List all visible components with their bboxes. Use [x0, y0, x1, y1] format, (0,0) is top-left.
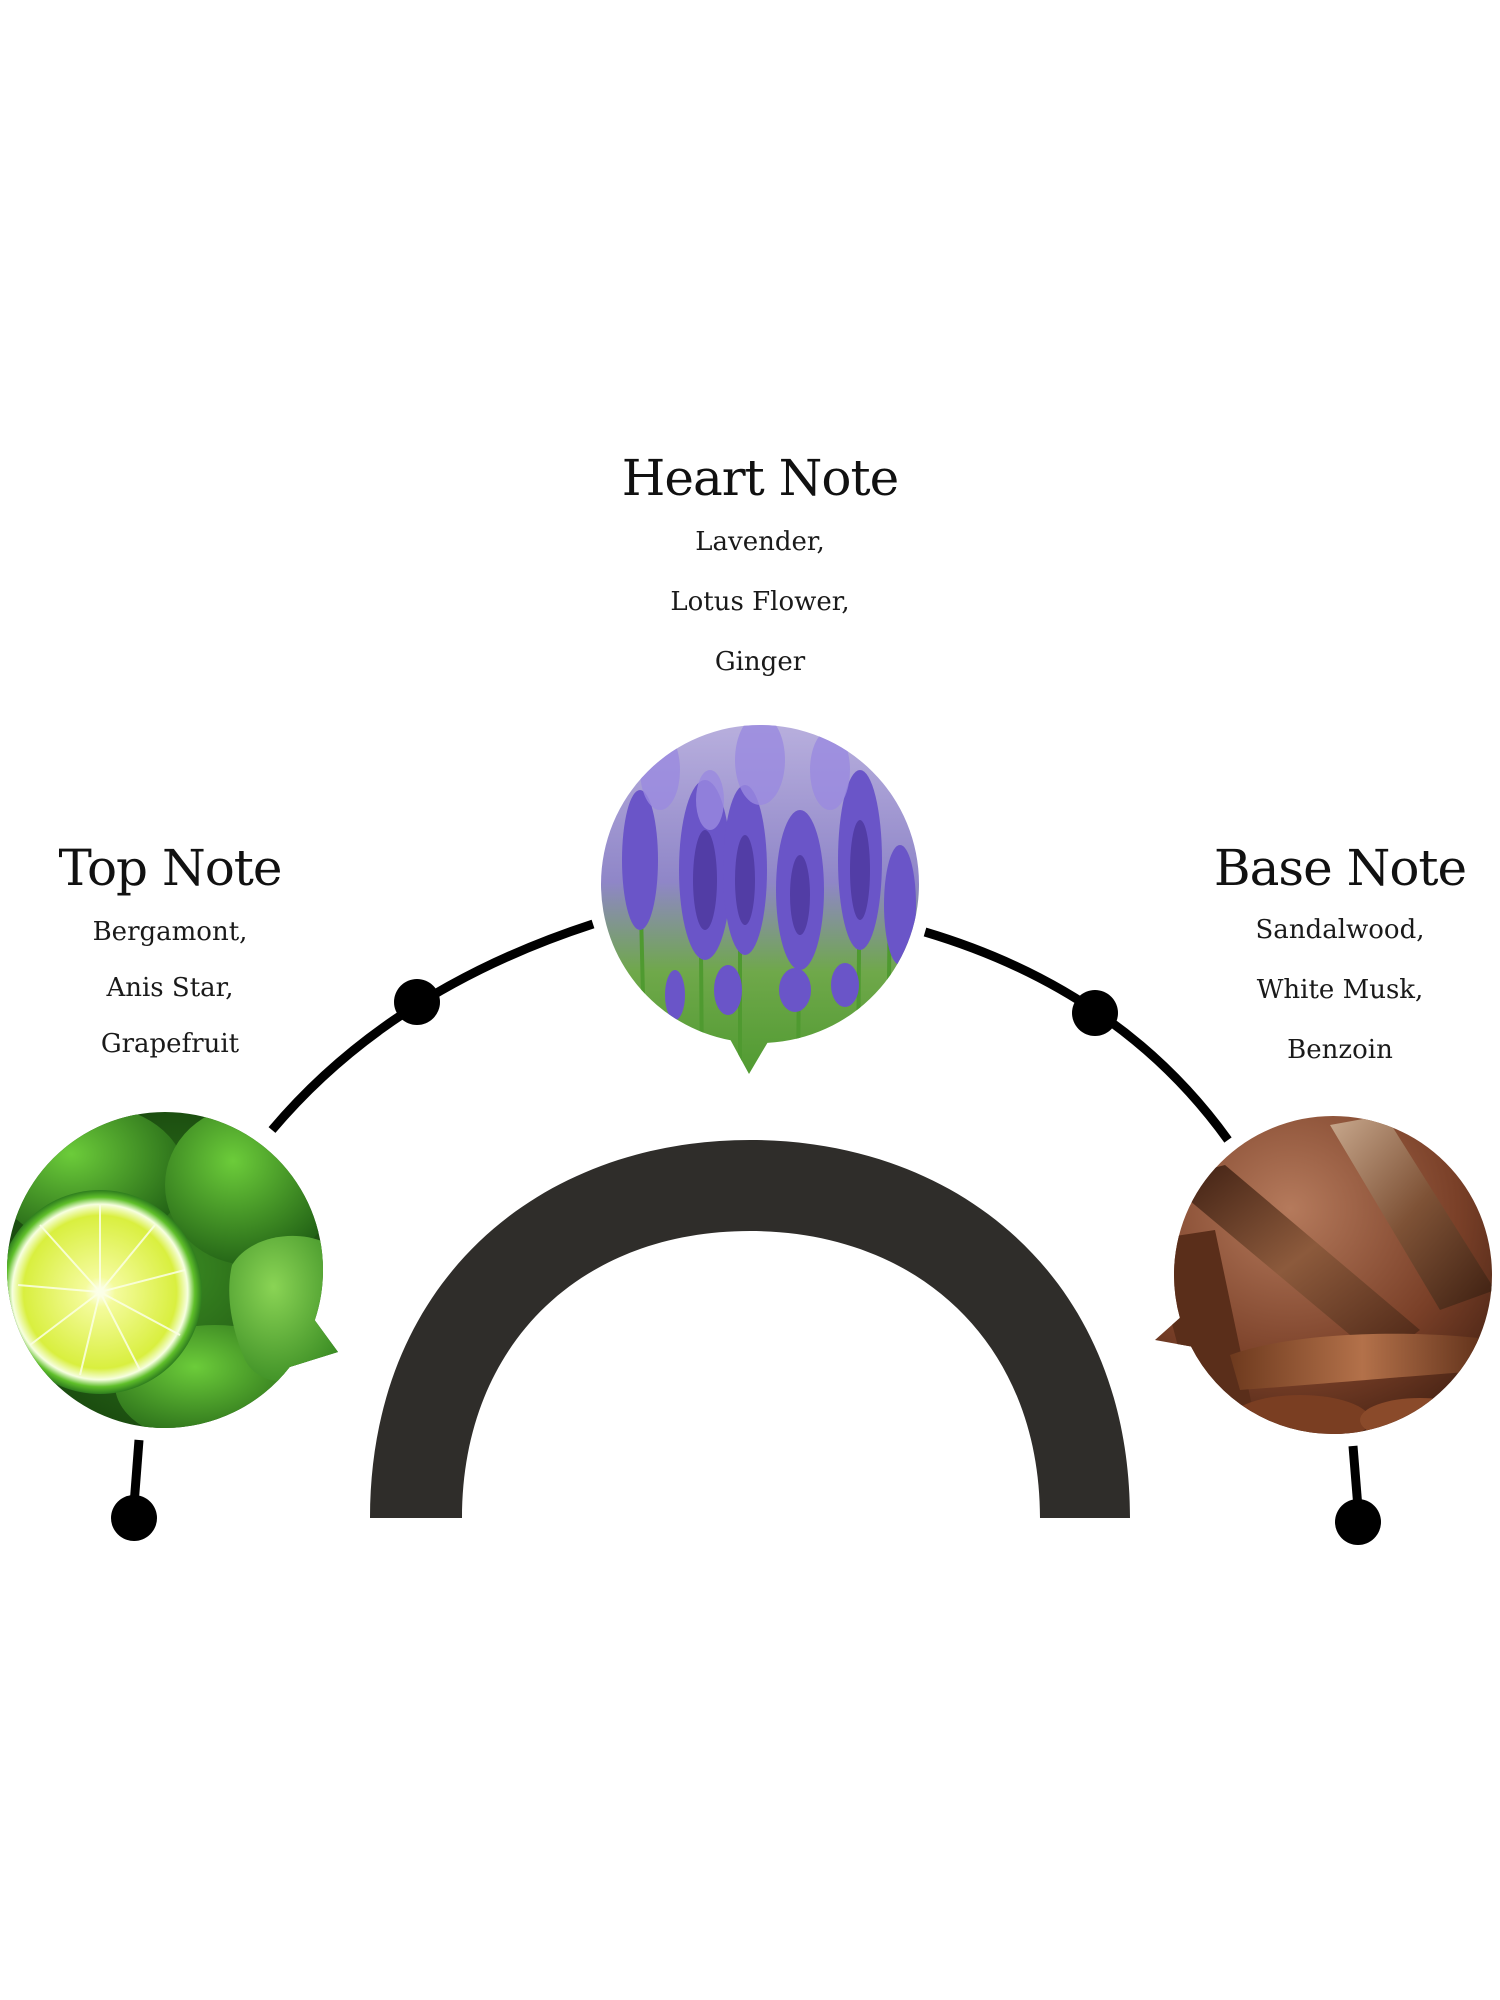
central-arch [370, 1140, 1130, 1518]
stem-dot-left [111, 1495, 157, 1541]
ingredient: White Musk, [1256, 975, 1424, 1005]
connector-arc-right [923, 927, 1232, 1143]
heart-note-ingredients: Lavender, Lotus Flower, Ginger [600, 512, 920, 692]
connector-arc-left [268, 919, 595, 1133]
top-note-ingredients: Bergamont, Anis Star, Grapefruit [30, 904, 310, 1072]
bergamot-image [7, 1112, 338, 1428]
connector-dot-left [394, 979, 440, 1025]
ingredient: Lavender, [695, 527, 825, 557]
heart-note-block: Heart Note Lavender, Lotus Flower, Ginge… [600, 448, 920, 692]
heart-note-title: Heart Note [621, 449, 899, 507]
ingredient: Anis Star, [106, 973, 234, 1003]
ingredient: Grapefruit [100, 1029, 240, 1059]
ingredient: Ginger [714, 647, 806, 677]
base-note-block: Base Note Sandalwood, White Musk, Benzoi… [1195, 838, 1485, 1080]
ingredient: Lotus Flower, [670, 587, 850, 617]
base-note-title: Base Note [1213, 839, 1467, 897]
lavender-image [601, 725, 919, 1074]
top-note-title: Top Note [58, 839, 282, 897]
ingredient: Bergamont, [92, 917, 248, 947]
top-note-block: Top Note Bergamont, Anis Star, Grapefrui… [30, 838, 310, 1072]
ingredient: Benzoin [1287, 1035, 1393, 1065]
stem-dot-right [1335, 1499, 1381, 1545]
stem-right [1348, 1445, 1363, 1509]
base-note-ingredients: Sandalwood, White Musk, Benzoin [1195, 900, 1485, 1080]
connector-dot-right [1072, 990, 1118, 1036]
sandalwood-image [1155, 1116, 1492, 1434]
stem-left [129, 1439, 144, 1506]
ingredient: Sandalwood, [1255, 915, 1425, 945]
